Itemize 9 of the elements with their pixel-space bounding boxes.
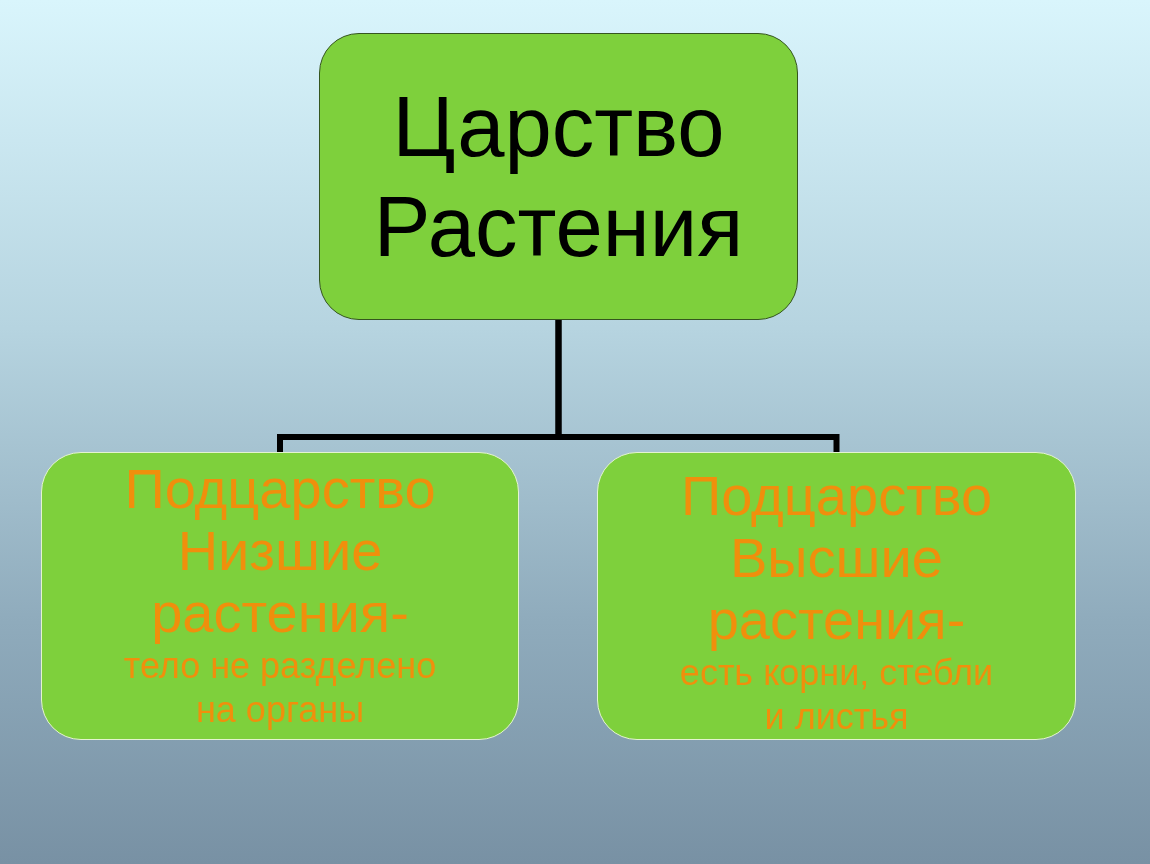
subkingdom-box bbox=[597, 452, 1076, 740]
node-description: есть корни, стебли и листья bbox=[678, 651, 995, 739]
node-title: Подцарство Высшие растения- bbox=[679, 465, 994, 651]
connector-line bbox=[555, 320, 840, 452]
node-title: Царство Растения bbox=[372, 77, 745, 276]
node-description: тело не разделено на органы bbox=[122, 644, 438, 732]
subkingdom-box bbox=[41, 452, 519, 740]
kingdom-box bbox=[319, 33, 798, 320]
node-title: Подцарство Низшие растения- bbox=[123, 458, 437, 644]
